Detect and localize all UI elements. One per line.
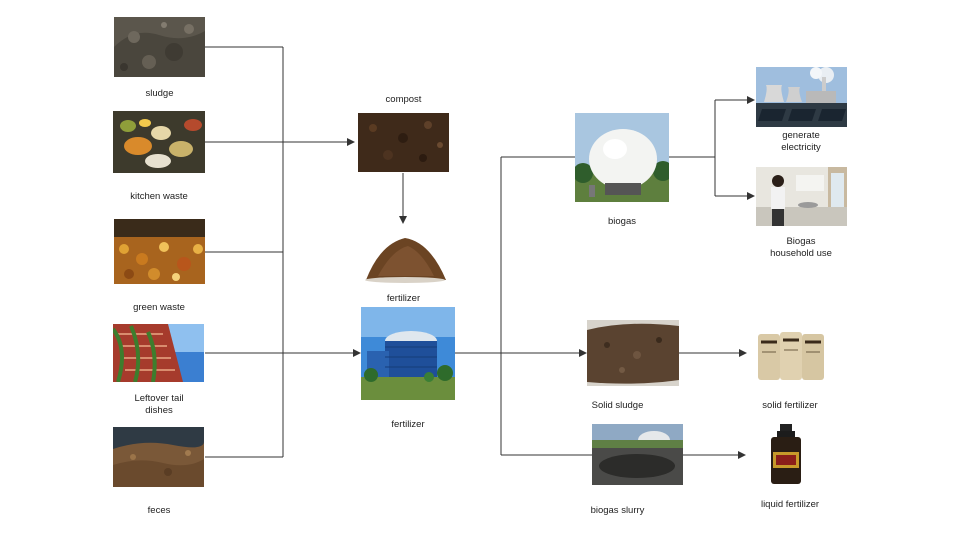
leftover-dishes-label: Leftover tail dishes bbox=[108, 393, 210, 417]
leftover-dishes-image bbox=[113, 324, 204, 382]
electricity-line2: electricity bbox=[781, 142, 821, 153]
compost-label: compost bbox=[385, 94, 422, 105]
biogas-slurry-label: biogas slurry bbox=[590, 505, 645, 516]
green-waste-label: green waste bbox=[133, 302, 185, 313]
liquid-fertilizer-label: liquid fertilizer bbox=[760, 499, 820, 510]
household-use-image bbox=[756, 167, 847, 226]
electricity-label: generate electricity bbox=[750, 130, 852, 154]
household-line1: Biogas bbox=[786, 236, 816, 247]
solid-fertilizer-image bbox=[756, 328, 826, 383]
kitchen-waste-image bbox=[113, 111, 205, 173]
sludge-image bbox=[114, 17, 205, 77]
solid-sludge-image bbox=[587, 320, 679, 386]
fertilizer-plant-image bbox=[361, 307, 455, 400]
feces-image bbox=[113, 427, 204, 487]
fertilizer-plant-label: fertilizer bbox=[391, 419, 425, 430]
kitchen-waste-label: kitchen waste bbox=[130, 191, 188, 202]
green-waste-image bbox=[114, 219, 205, 284]
sludge-label: sludge bbox=[145, 88, 174, 99]
power-plant-image bbox=[756, 67, 847, 127]
fertilizer-pile-image bbox=[360, 226, 450, 284]
solid-fertilizer-label: solid fertilizer bbox=[762, 400, 818, 411]
fertilizer-top-label: fertilizer bbox=[386, 293, 421, 304]
electricity-line1: generate bbox=[782, 130, 820, 141]
leftover-dishes-line2: dishes bbox=[145, 405, 173, 416]
solid-sludge-label: Solid sludge bbox=[591, 400, 644, 411]
household-line2: household use bbox=[770, 248, 832, 259]
feces-label: feces bbox=[147, 505, 171, 516]
biogas-slurry-image bbox=[592, 424, 683, 485]
biogas-image bbox=[575, 113, 669, 202]
biogas-label: biogas bbox=[608, 216, 636, 227]
compost-image bbox=[358, 113, 449, 172]
liquid-fertilizer-image bbox=[768, 424, 804, 486]
leftover-dishes-line1: Leftover tail bbox=[134, 393, 184, 404]
household-use-label: Biogas household use bbox=[750, 236, 852, 260]
